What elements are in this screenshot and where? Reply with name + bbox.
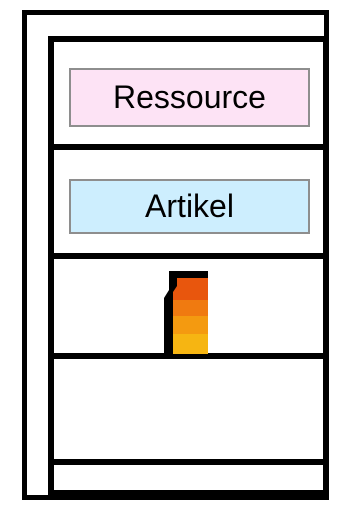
shelf-divider-3 <box>48 353 329 359</box>
bottle-upper-band <box>173 300 208 316</box>
article-label[interactable]: Artikel <box>69 179 310 234</box>
bottle-middle-band <box>173 316 208 334</box>
bottle-icon <box>164 271 208 354</box>
bottle-cap <box>169 271 208 278</box>
shelf-divider-1 <box>48 144 329 150</box>
resource-label[interactable]: Ressource <box>69 68 310 127</box>
bottle-top-band <box>173 278 208 300</box>
bottle-bottom-band <box>173 334 208 354</box>
shelf-divider-2 <box>48 253 329 259</box>
shelf-divider-4 <box>48 459 329 465</box>
